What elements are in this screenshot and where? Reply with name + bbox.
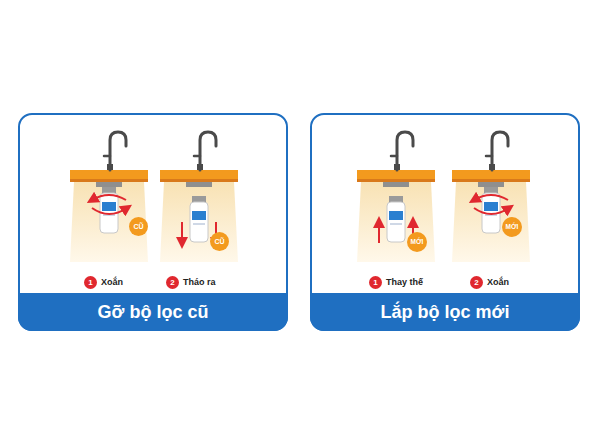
title-band: Lắp bộ lọc mới (310, 293, 580, 331)
old-badge-text: CŨ (133, 223, 143, 230)
step-number: 2 (166, 276, 179, 289)
step-label: Thay thế (386, 278, 423, 287)
step-label: Xoắn (487, 278, 509, 287)
panel-title: Lắp bộ lọc mới (381, 302, 510, 323)
step-label: Xoắn (101, 278, 123, 287)
new-badge-text: MỚI (506, 224, 519, 231)
new-badge: MỚI (407, 232, 427, 252)
step-number: 2 (470, 276, 483, 289)
step-number-text: 1 (88, 279, 92, 287)
old-badge-text: CŨ (214, 238, 224, 245)
step-panel: Lắp bộ lọc mới MỚI 1 MỚI 2 (310, 113, 580, 331)
title-band: Gỡ bộ lọc cũ (18, 293, 288, 331)
step-number-text: 1 (373, 279, 377, 287)
step-number-text: 2 (170, 279, 174, 287)
step-number: 1 (84, 276, 97, 289)
step-number-text: 2 (474, 279, 478, 287)
new-badge-text: MỚI (411, 239, 424, 246)
step-panel: Gỡ bộ lọc cũ CŨ 1 CŨ 2 (18, 113, 288, 331)
step-number: 1 (369, 276, 382, 289)
old-badge: CŨ (129, 217, 148, 236)
step-label: Tháo ra (183, 278, 216, 287)
panel-title: Gỡ bộ lọc cũ (98, 302, 209, 323)
new-badge: MỚI (502, 217, 522, 237)
old-badge: CŨ (210, 232, 229, 251)
